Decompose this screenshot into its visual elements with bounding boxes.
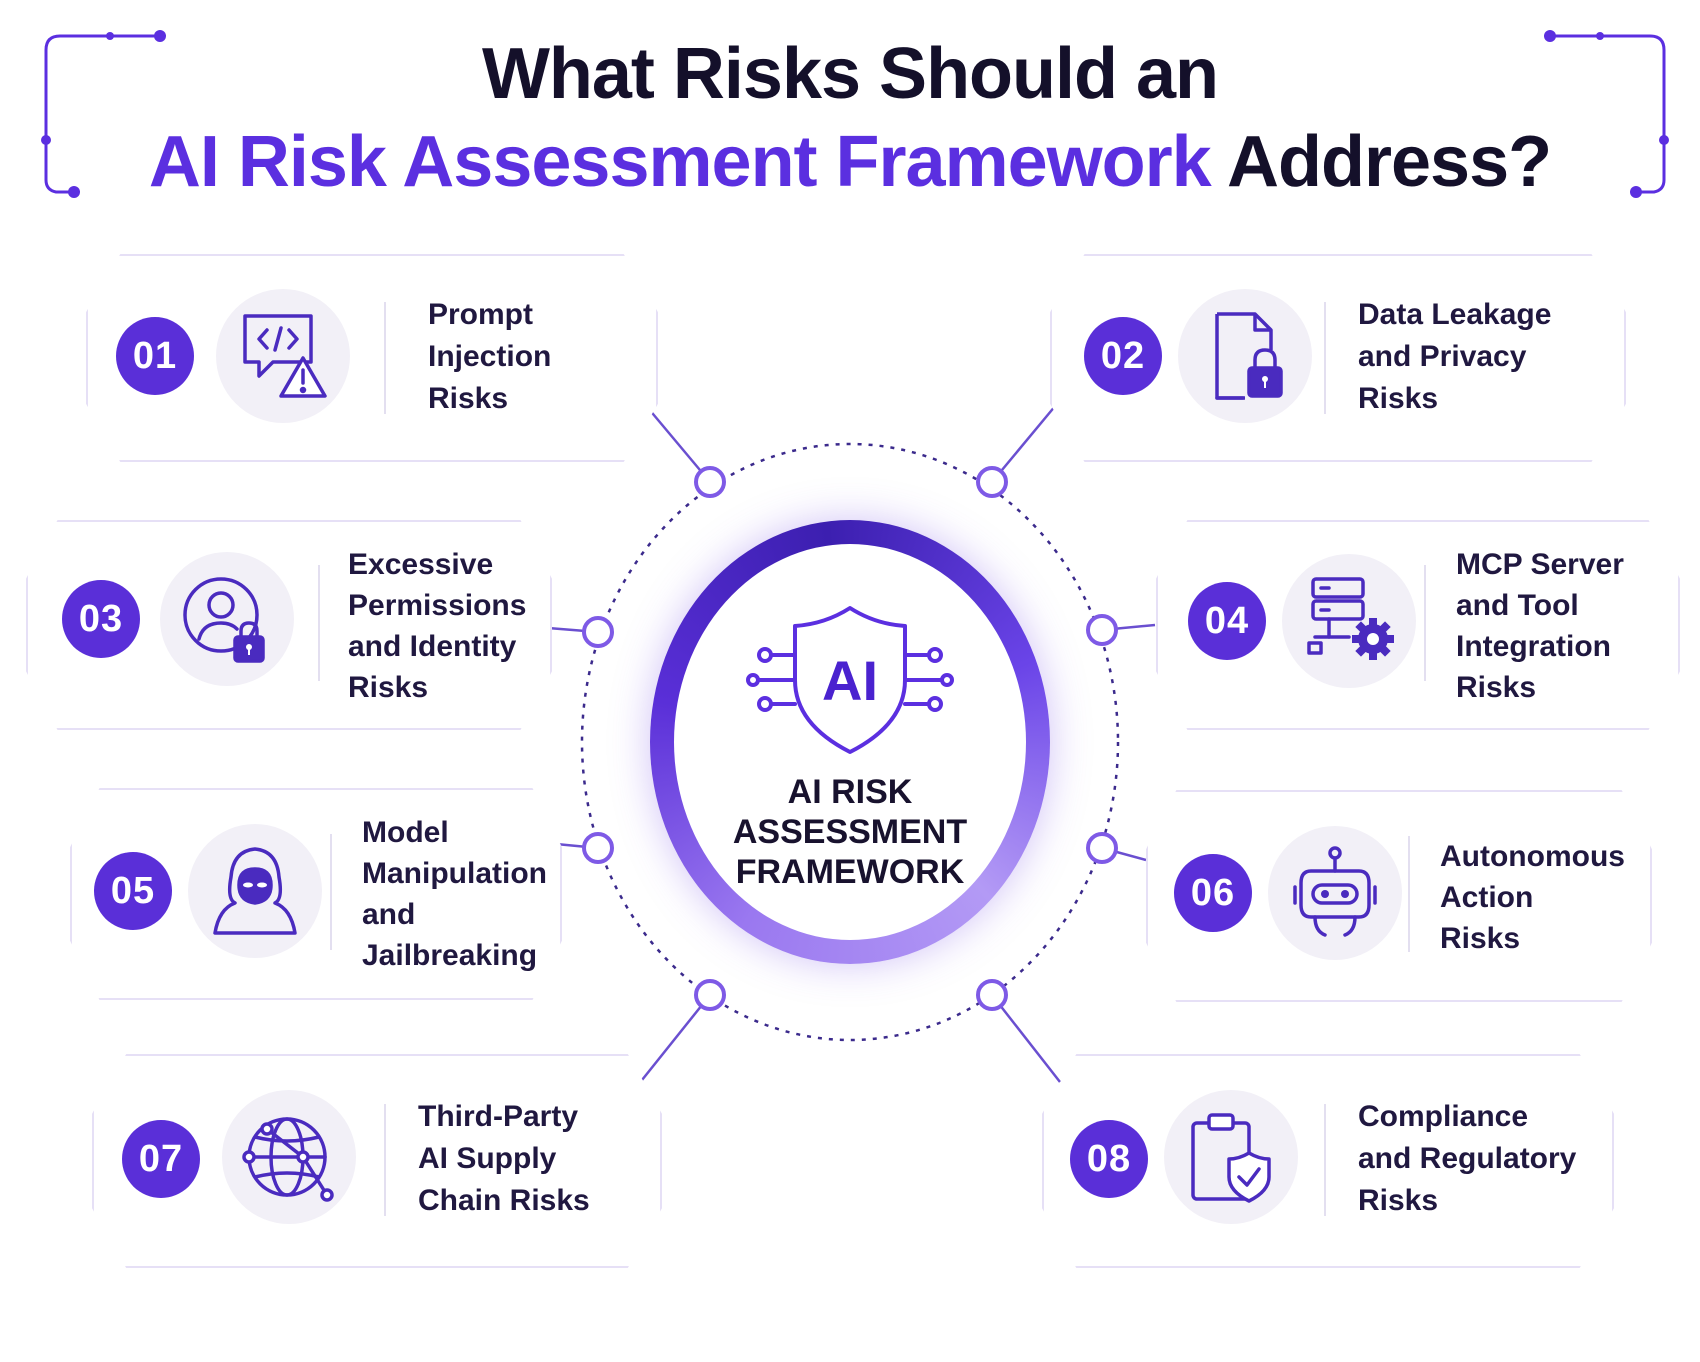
risk-number-badge: 07 [122, 1120, 200, 1198]
node-02 [976, 466, 1008, 498]
hub-label-line-3: FRAMEWORK [735, 853, 965, 891]
risk-number-badge: 04 [1188, 582, 1266, 660]
card-divider [318, 565, 320, 681]
risk-label: Compliance and Regulatory Risks [1358, 1100, 1577, 1217]
clipboard-shield-icon [1191, 1113, 1271, 1203]
icon-bubble [1282, 554, 1416, 688]
icon-bubble [222, 1090, 356, 1224]
risk-label: Data Leakage and Privacy Risks [1358, 298, 1552, 415]
node-08 [976, 979, 1008, 1011]
card-divider [384, 302, 386, 414]
risk-number-badge: 01 [116, 317, 194, 395]
hub-label-line-1: AI RISK [787, 773, 913, 811]
risk-label: Prompt Injection Risks [428, 298, 552, 415]
node-05 [582, 832, 614, 864]
hub-ai-badge: AI [822, 649, 878, 712]
risk-number-badge: 06 [1174, 854, 1252, 932]
card-divider [1424, 565, 1426, 681]
hub-label: AI RISK ASSESSMENT FRAMEWORK [700, 772, 1000, 892]
node-01 [694, 466, 726, 498]
icon-bubble [160, 552, 294, 686]
node-04 [1086, 614, 1118, 646]
dotted-orbit [580, 442, 1120, 1042]
risk-label: MCP Server and Tool Integration Risks [1456, 548, 1624, 704]
risk-label: Model Manipulation and Jailbreaking [362, 816, 547, 972]
icon-bubble [1178, 289, 1312, 423]
node-06 [1086, 832, 1118, 864]
icon-bubble [188, 824, 322, 958]
corner-bracket-left [41, 30, 166, 198]
title-rest: Address? [1227, 122, 1552, 202]
server-gear-icon [1307, 577, 1394, 660]
document-lock-icon [1215, 312, 1283, 400]
risk-label: Autonomous Action Risks [1440, 840, 1625, 955]
node-07 [694, 979, 726, 1011]
title-line-1: What Risks Should an [481, 34, 1219, 114]
card-divider [1324, 302, 1326, 414]
title-accent: AI Risk Assessment Framework [148, 122, 1212, 202]
user-lock-icon [183, 577, 265, 663]
risk-number-badge: 03 [62, 580, 140, 658]
icon-bubble [216, 289, 350, 423]
robot-icon [1293, 846, 1377, 937]
corner-bracket-right [1544, 30, 1669, 198]
card-divider [1408, 836, 1410, 952]
ai-shield-circuit-icon: AI [746, 606, 954, 754]
title-line-2: AI Risk Assessment Framework Address? [0, 118, 1700, 206]
risk-label: Excessive Permissions and Identity Risks [348, 548, 527, 704]
hub-label-line-2: ASSESSMENT [732, 813, 968, 851]
icon-bubble [1268, 826, 1402, 960]
card-divider [330, 834, 332, 950]
risk-number-badge: 08 [1070, 1120, 1148, 1198]
node-03 [582, 616, 614, 648]
risk-number-badge: 02 [1084, 317, 1162, 395]
card-divider [384, 1104, 386, 1216]
risk-number-badge: 05 [94, 852, 172, 930]
hooded-hacker-icon [213, 847, 297, 935]
globe-network-icon [242, 1117, 334, 1202]
risk-label: Third-Party AI Supply Chain Risks [418, 1100, 590, 1217]
code-chat-warning-icon [243, 314, 327, 398]
page-title: What Risks Should an AI Risk Assessment … [0, 30, 1700, 206]
card-divider [1324, 1104, 1326, 1216]
icon-bubble [1164, 1090, 1298, 1224]
